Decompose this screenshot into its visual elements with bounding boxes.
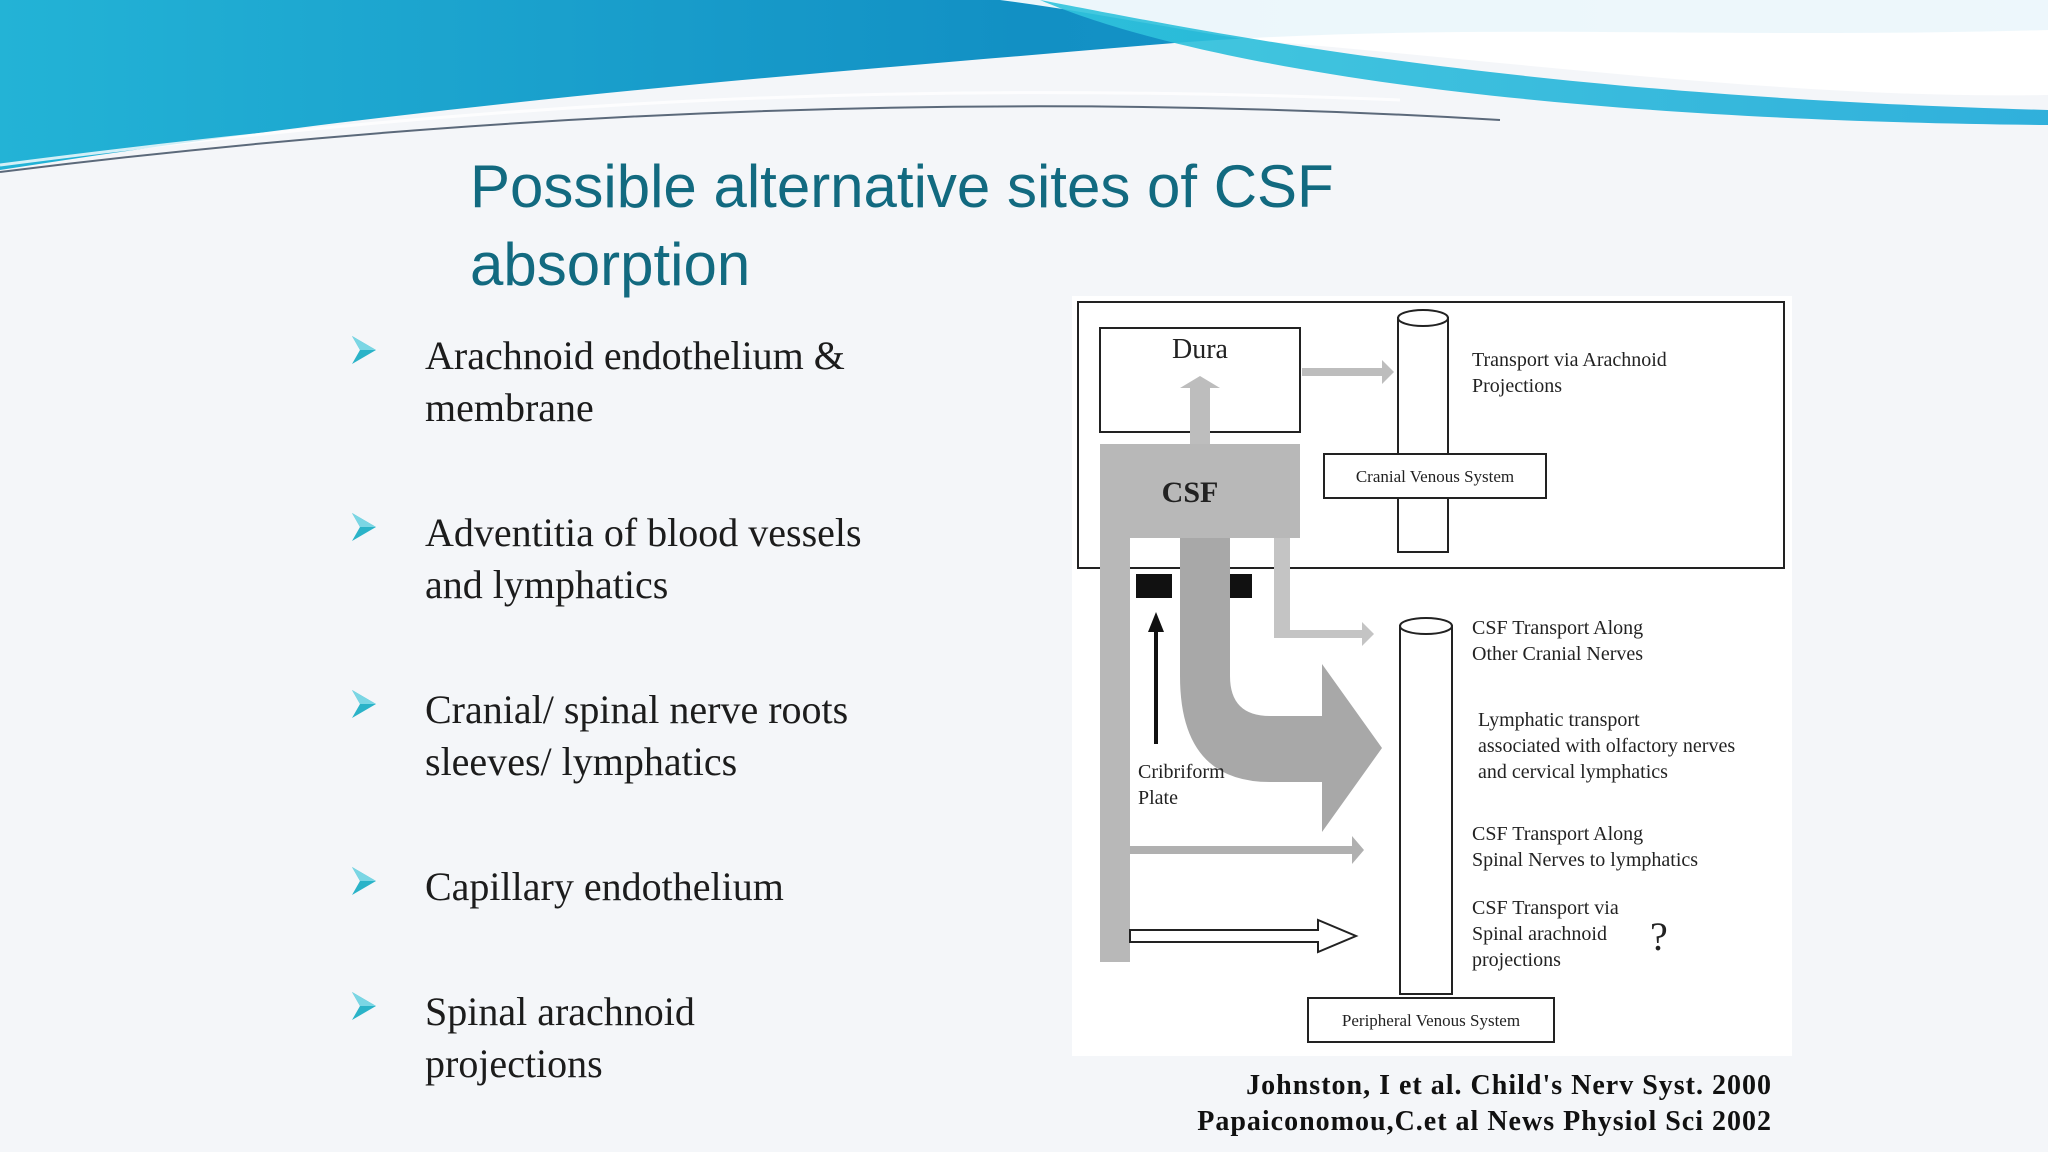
cribriform-line1: Cribriform <box>1138 761 1225 783</box>
cribriform-up-arrow <box>1148 612 1164 744</box>
lymphatic-line2: associated with olfactory nerves <box>1478 735 1735 757</box>
cranial-nerves-line1: CSF Transport Along <box>1472 617 1643 639</box>
bullet-text-line: sleeves/ lymphatics <box>425 739 738 784</box>
arrowhead-bullet-icon <box>352 513 376 541</box>
spinal-arachnoid-line3: projections <box>1472 949 1561 971</box>
cranial-nerves-line2: Other Cranial Nerves <box>1472 643 1643 665</box>
bullet-text-line: and lymphatics <box>425 562 669 607</box>
cylinder-top <box>1399 617 1453 635</box>
title-line-2: absorption <box>470 231 751 298</box>
cranial-vein-cylinder <box>1397 317 1449 553</box>
spinal-nerves-line1: CSF Transport Along <box>1472 823 1643 845</box>
slide-title: Possible alternative sites of CSF absorp… <box>470 148 1470 304</box>
dura-label: Dura <box>1172 334 1229 365</box>
spinal-nerves-arrow <box>1130 836 1364 864</box>
cylinder-top <box>1397 309 1449 327</box>
cribriform-block <box>1136 574 1172 598</box>
cranial-nerve-arrow <box>1274 538 1374 646</box>
bullet-text-line: projections <box>425 1041 603 1086</box>
transport-arachnoid-line1: Transport via Arachnoid <box>1472 349 1667 371</box>
csf-absorption-diagram: Dura CSF Cranial Venous System Transport… <box>1072 296 1792 1056</box>
csf-block <box>1100 444 1300 538</box>
bullet-text-line: Adventitia of blood vessels <box>425 510 862 555</box>
lymphatic-transport-arrow <box>1180 538 1382 832</box>
citation-line: Papaiconomou,C.et al News Physiol Sci 20… <box>1197 1106 1772 1137</box>
cranial-compartment-box <box>1077 301 1785 569</box>
bullet-text-line: membrane <box>425 385 594 430</box>
spinal-nerves-line2: Spinal Nerves to lymphatics <box>1472 849 1698 871</box>
cribriform-line2: Plate <box>1138 787 1178 809</box>
peripheral-venous-box <box>1307 997 1555 1043</box>
cranial-venous-label: Cranial Venous System <box>1356 467 1514 486</box>
arrowhead-bullet-icon <box>352 867 376 895</box>
bullet-text-line: Cranial/ spinal nerve roots <box>425 687 849 732</box>
transport-arachnoid-line2: Projections <box>1472 375 1562 397</box>
bullet-text-line: Capillary endothelium <box>425 864 784 909</box>
lymphatic-line1: Lymphatic transport <box>1478 709 1640 731</box>
spinal-arachnoid-line1: CSF Transport via <box>1472 897 1619 919</box>
arrowhead-bullet-icon <box>352 336 376 364</box>
peripheral-venous-label: Peripheral Venous System <box>1342 1011 1520 1030</box>
question-mark: ? <box>1650 914 1668 959</box>
bullet-text-line: Spinal arachnoid <box>425 989 695 1034</box>
spinal-csf-column <box>1100 538 1130 962</box>
arrowhead-bullet-icon <box>352 690 376 718</box>
title-line-1: Possible alternative sites of CSF <box>470 153 1334 220</box>
spinal-arachnoid-line2: Spinal arachnoid <box>1472 923 1607 945</box>
citations: Johnston, I et al. Child's Nerv Syst. 20… <box>1197 1068 1772 1140</box>
csf-label: CSF <box>1162 476 1219 509</box>
peripheral-vein-cylinder <box>1399 625 1453 995</box>
csf-to-dura-arrow <box>1180 376 1220 444</box>
lymphatic-line3: and cervical lymphatics <box>1478 761 1668 783</box>
wave-banner <box>0 0 2048 173</box>
bullet-text-line: Arachnoid endothelium & <box>425 333 845 378</box>
arrowhead-bullet-icon <box>352 992 376 1020</box>
spinal-arachnoid-arrow <box>1129 918 1359 954</box>
citation-line: Johnston, I et al. Child's Nerv Syst. 20… <box>1246 1070 1772 1101</box>
diagram-svg: Dura CSF Cranial Venous System Transport… <box>1072 296 1792 1056</box>
cranial-venous-box <box>1323 453 1547 499</box>
arachnoid-transport-arrow <box>1302 360 1394 384</box>
